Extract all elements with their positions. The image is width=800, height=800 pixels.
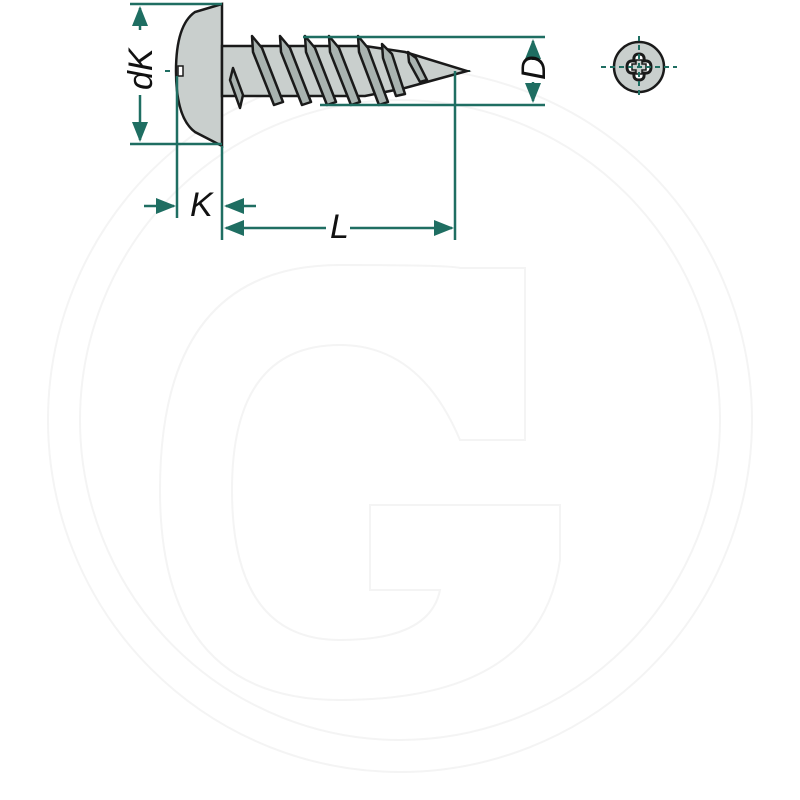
dimension-length: L bbox=[224, 71, 457, 246]
label-l: L bbox=[330, 208, 349, 246]
label-k: K bbox=[190, 186, 214, 224]
head-slot bbox=[177, 65, 184, 77]
screw-head bbox=[174, 2, 224, 149]
screw-threads bbox=[228, 34, 429, 110]
dimension-thread-diameter: D bbox=[303, 35, 553, 107]
dimension-head-height: K bbox=[144, 76, 256, 240]
watermark-logo bbox=[47, 67, 753, 773]
label-d: D bbox=[515, 55, 553, 80]
label-dk: dK bbox=[122, 47, 160, 90]
dimension-head-diameter: dK bbox=[122, 2, 222, 146]
top-view-phillips-head bbox=[601, 36, 677, 98]
